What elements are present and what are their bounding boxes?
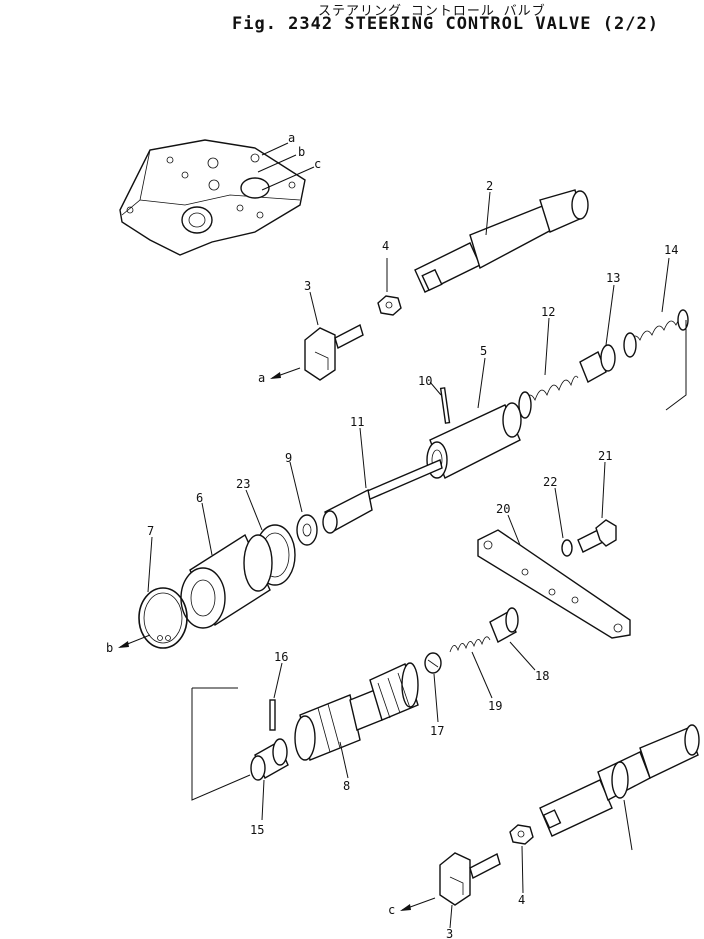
leader-18	[509, 641, 536, 671]
leader-14	[661, 257, 670, 313]
part-22-washer	[561, 539, 573, 557]
part-18-seat	[489, 607, 519, 643]
part-3-lever-upper	[304, 323, 364, 381]
valve-body-housing	[119, 139, 306, 256]
leader-19	[471, 651, 493, 699]
leader-3-lower	[449, 904, 453, 929]
callout-6: 6	[196, 491, 203, 505]
leader-b-top	[257, 154, 297, 173]
leader-12	[544, 317, 550, 376]
leader-21	[601, 461, 606, 519]
part-15-piston	[250, 738, 289, 781]
part-13-piston	[579, 344, 616, 383]
leader-15	[261, 779, 265, 821]
part-21-bolt	[577, 519, 617, 553]
callout-18: 18	[535, 669, 549, 683]
callout-7: 7	[147, 524, 154, 538]
callout-14: 14	[664, 243, 678, 257]
callout-13: 13	[606, 271, 620, 285]
callout-b-top: b	[298, 145, 305, 159]
callout-4-upper: 4	[382, 239, 389, 253]
leader-6	[201, 502, 213, 556]
part-8-piston	[294, 662, 419, 761]
callout-22: 22	[543, 475, 557, 489]
part-4-nut-upper	[377, 295, 402, 316]
callout-2: 2	[486, 179, 493, 193]
callout-8: 8	[343, 779, 350, 793]
leader-20	[507, 514, 521, 546]
part-4-nut-lower	[509, 824, 534, 845]
callout-10: 10	[418, 374, 432, 388]
part-16-pin	[269, 699, 276, 731]
callout-c-top: c	[314, 157, 321, 171]
part-7-snap-ring	[138, 587, 188, 649]
callout-11: 11	[350, 415, 364, 429]
callout-a-top: a	[288, 131, 295, 145]
part-14-spring	[623, 309, 689, 358]
leader-2	[485, 191, 491, 236]
callout-3-lower: 3	[446, 927, 453, 939]
callout-3-upper: 3	[304, 279, 311, 293]
bracket-line-left	[191, 688, 251, 801]
leader-11	[359, 427, 367, 489]
leader-16	[273, 662, 283, 699]
callout-17: 17	[430, 724, 444, 738]
bracket-line-right	[665, 320, 687, 411]
callout-19: 19	[488, 699, 502, 713]
leader-10	[429, 381, 442, 396]
callout-9: 9	[285, 451, 292, 465]
figure-title: Fig. 2342 STEERING CONTROL VALVE (2/2)	[232, 14, 659, 34]
part-9-washer	[296, 514, 318, 546]
leader-7	[147, 536, 153, 593]
leader-a-top	[261, 142, 289, 156]
part-12-spring	[518, 375, 579, 419]
leader-13	[605, 284, 615, 346]
callout-a-arrow: a	[258, 371, 265, 385]
leader-spool-lower	[623, 799, 633, 851]
leader-22	[554, 487, 564, 539]
leader-9	[289, 461, 303, 513]
part-20-bracket-plate	[477, 529, 631, 639]
part-5-sleeve	[426, 402, 522, 479]
leader-4-lower	[521, 845, 524, 894]
part-17-plug	[424, 652, 442, 674]
part-2-spool	[414, 189, 589, 293]
callout-15: 15	[250, 823, 264, 837]
leader-17	[433, 673, 439, 723]
callout-21: 21	[598, 449, 612, 463]
leader-5	[477, 357, 486, 409]
callout-23: 23	[236, 477, 250, 491]
leader-8	[339, 741, 349, 779]
figure-title-japanese: ステアリング コントロール バルブ	[318, 4, 546, 19]
callout-4-lower: 4	[518, 893, 525, 907]
part-11-shaft	[322, 459, 443, 534]
callout-16: 16	[274, 650, 288, 664]
callout-b-arrow: b	[106, 641, 113, 655]
part-3-lever-lower	[439, 852, 501, 906]
part-6-cylinder	[180, 533, 273, 629]
leader-23	[245, 489, 263, 531]
callout-c-arrow: c	[388, 903, 395, 917]
callout-5: 5	[480, 344, 487, 358]
callout-20: 20	[496, 502, 510, 516]
part-19-spring	[449, 636, 491, 653]
part-10-pin	[439, 387, 451, 424]
callout-12: 12	[541, 305, 555, 319]
part-2-spool-lower	[539, 724, 700, 837]
leader-c-top	[261, 166, 315, 191]
leader-3-upper	[309, 291, 319, 326]
